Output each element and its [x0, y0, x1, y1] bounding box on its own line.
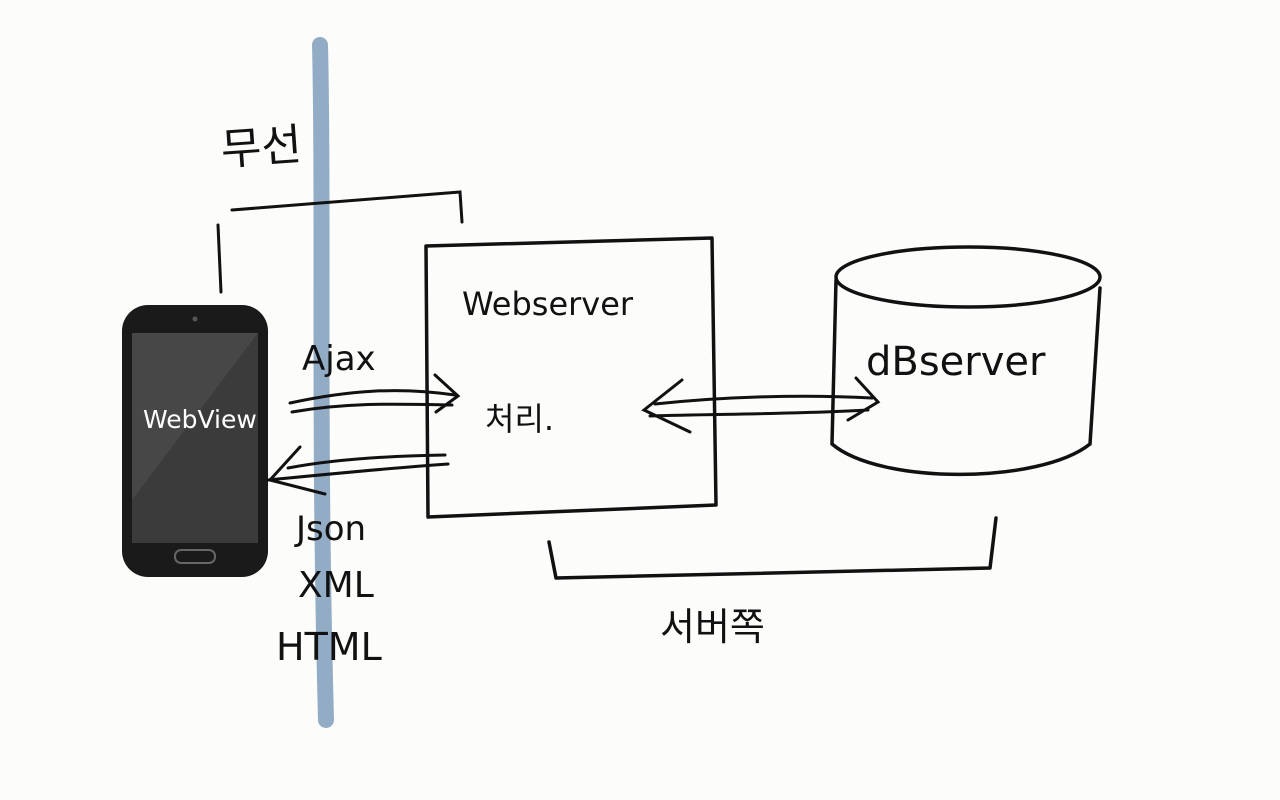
format-html-label: HTML: [276, 625, 382, 669]
server-side-bracket: [547, 516, 998, 580]
dbserver-label: dBserver: [866, 339, 1046, 385]
processing-label: 처리.: [485, 400, 554, 438]
webserver-box: [424, 236, 718, 519]
server-side-label: 서버쪽: [660, 605, 765, 649]
response-arrow: [266, 445, 450, 496]
webserver-db-arrow: [641, 376, 881, 434]
wireless-label: 무선: [219, 119, 303, 176]
request-arrow: [288, 373, 461, 414]
smartphone-icon: [122, 305, 268, 577]
wireless-boundary-line: [312, 37, 334, 728]
format-json-label: Json: [294, 509, 366, 549]
wireless-bracket: [216, 190, 464, 294]
format-xml-label: XML: [298, 565, 374, 606]
database-cylinder-icon: [830, 245, 1102, 477]
webview-label: WebView: [143, 405, 257, 434]
ajax-label: Ajax: [302, 339, 376, 379]
webserver-label: Webserver: [462, 285, 634, 323]
